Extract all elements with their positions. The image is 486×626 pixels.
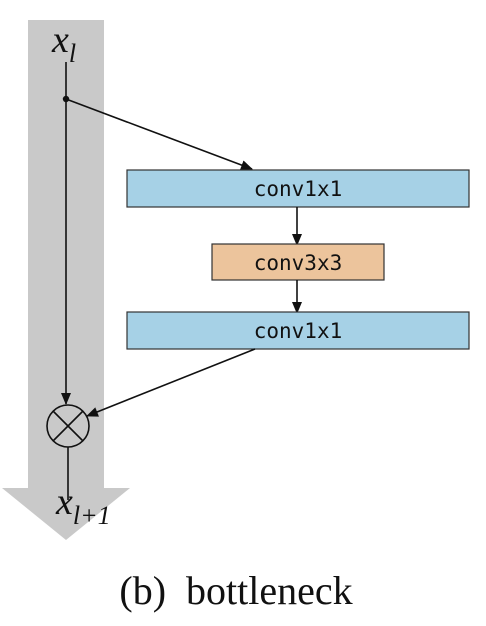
conv1x1-top-rect xyxy=(126,169,470,208)
figure-caption: (b) bottleneck xyxy=(119,568,352,613)
conv3x3-rect xyxy=(211,243,385,281)
arrow-to-operator xyxy=(86,348,256,417)
branch-arrow xyxy=(65,98,253,170)
conv1x1-bottom-label: conv1x1 xyxy=(254,319,343,343)
output-label: xl+1 xyxy=(55,481,111,530)
conv3x3-box: conv3x3 xyxy=(211,243,385,281)
conv1x1-top-box: conv1x1 xyxy=(126,169,470,208)
input-label: xl xyxy=(51,19,76,68)
conv1x1-top-label: conv1x1 xyxy=(254,177,343,201)
conv3x3-label: conv3x3 xyxy=(254,251,343,275)
conv1x1-bottom-rect xyxy=(126,311,470,350)
conv1x1-bottom-box: conv1x1 xyxy=(126,311,470,350)
skip-connection-arrowhead xyxy=(2,488,130,540)
